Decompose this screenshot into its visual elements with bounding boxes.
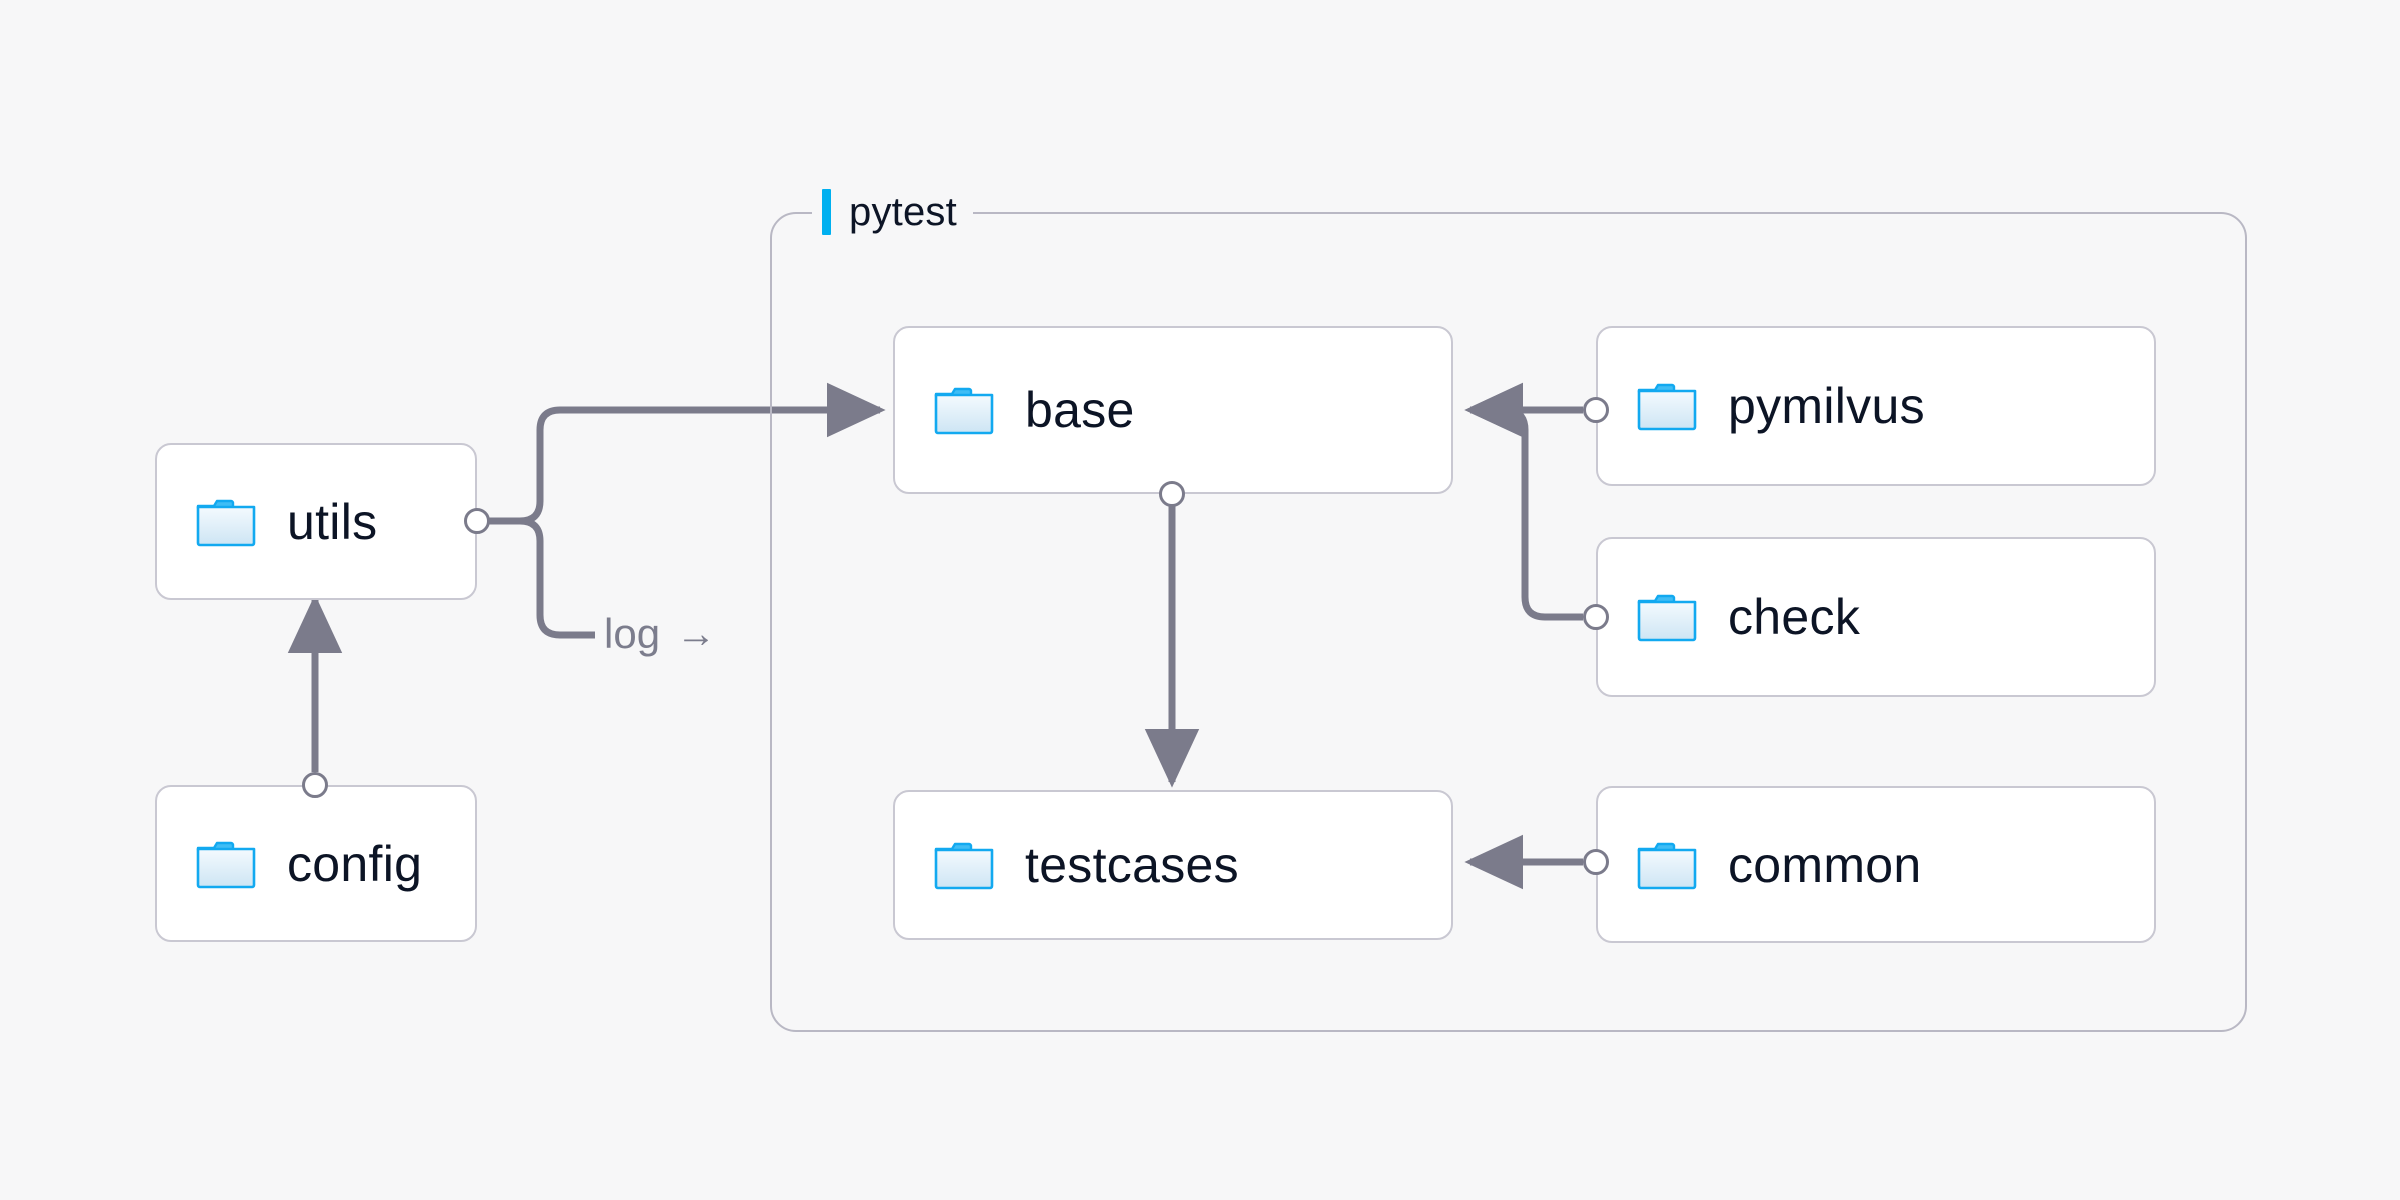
port-base-bottom[interactable] xyxy=(1159,481,1185,507)
port-check-left[interactable] xyxy=(1583,604,1609,630)
folder-icon xyxy=(934,387,994,435)
node-label-common: common xyxy=(1728,836,1922,893)
arrow-right-icon: → xyxy=(676,612,717,656)
group-accent-bar xyxy=(822,189,831,235)
port-config-top[interactable] xyxy=(302,772,328,798)
node-base[interactable]: base xyxy=(893,326,1453,494)
folder-icon xyxy=(196,841,256,888)
pytest-group-container[interactable] xyxy=(770,212,2247,1032)
edge-label-log: log → xyxy=(604,613,716,655)
group-label-text: pytest xyxy=(849,190,957,234)
folder-icon xyxy=(1637,383,1697,431)
edge-label-log-text: log xyxy=(604,610,661,657)
node-testcases[interactable]: testcases xyxy=(893,790,1453,940)
edge-utils-to-log xyxy=(487,517,595,639)
port-utils-right[interactable] xyxy=(464,508,490,534)
node-label-base: base xyxy=(1025,382,1135,438)
node-label-testcases: testcases xyxy=(1025,837,1239,893)
folder-icon xyxy=(1637,842,1697,889)
port-common-left[interactable] xyxy=(1583,849,1609,875)
node-label-config: config xyxy=(287,835,423,892)
node-label-utils: utils xyxy=(287,493,378,550)
node-config[interactable]: config xyxy=(155,785,477,942)
folder-icon xyxy=(934,842,994,890)
port-pymilvus-left[interactable] xyxy=(1583,397,1609,423)
node-label-pymilvus: pymilvus xyxy=(1728,378,1925,434)
node-common[interactable]: common xyxy=(1596,786,2156,943)
node-pymilvus[interactable]: pymilvus xyxy=(1596,326,2156,486)
folder-icon xyxy=(1637,594,1697,642)
node-label-check: check xyxy=(1728,589,1861,645)
node-utils[interactable]: utils xyxy=(155,443,477,600)
folder-icon xyxy=(196,499,256,546)
pytest-group-label: pytest xyxy=(812,186,973,238)
node-check[interactable]: check xyxy=(1596,537,2156,697)
